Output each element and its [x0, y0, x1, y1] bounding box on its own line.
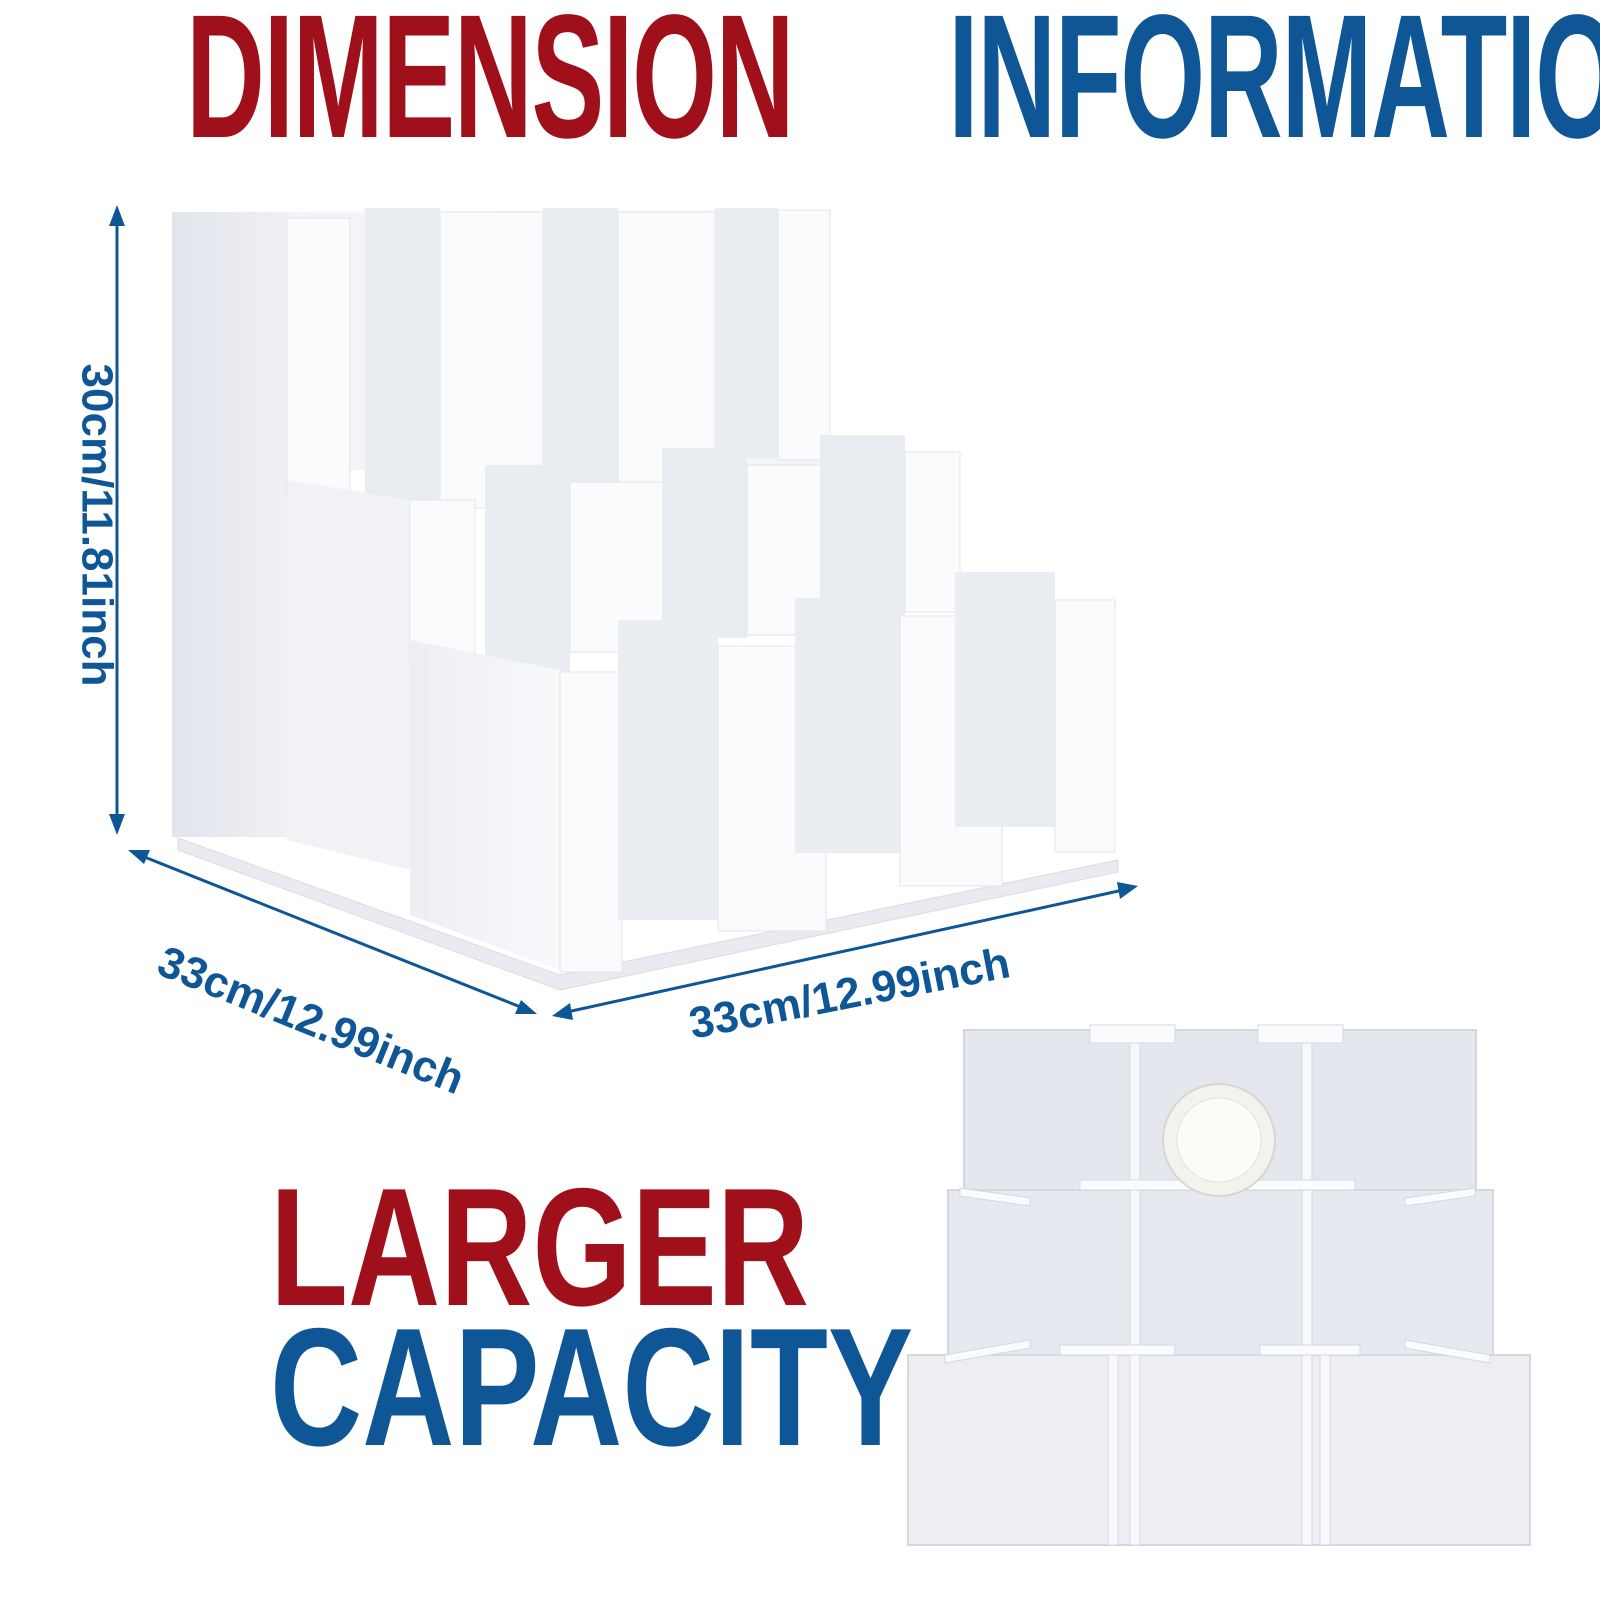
headline-word-dimension: DIMENSION [186, 0, 794, 175]
organizer-back-tier [172, 208, 831, 837]
headline: DIMENSION INFORMATION [0, 0, 1600, 175]
slogan-line2: CAPACITY [270, 1293, 914, 1481]
height-label: 30cm/11.81inch [72, 363, 122, 687]
organizer-top-view [907, 1024, 1531, 1546]
organizer-front-tier [410, 572, 1116, 973]
organizer-base [177, 837, 1119, 991]
slogan-line1: LARGER [270, 1153, 810, 1341]
headline-word-information: INFORMATION [948, 0, 1600, 175]
depth-arrow [141, 854, 524, 1010]
dimension-arrows [109, 205, 1138, 1020]
width-arrow [566, 888, 1124, 1014]
